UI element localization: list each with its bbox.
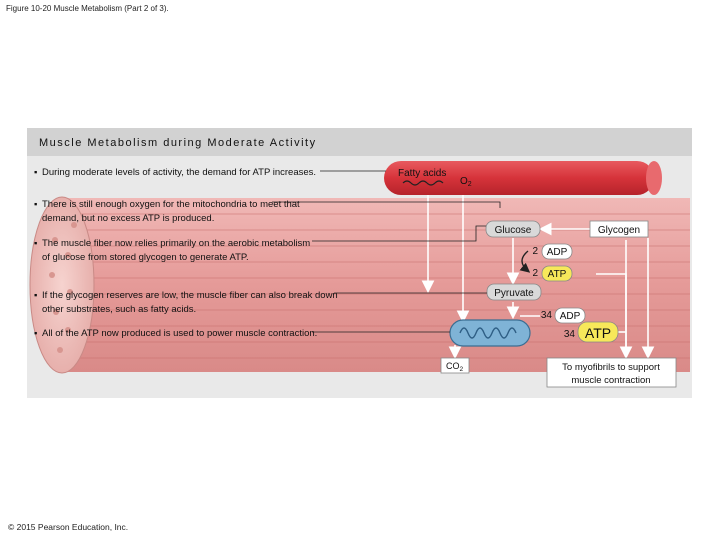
- atp-count-2: 34: [564, 329, 576, 340]
- bullet-marker: ▪: [34, 290, 38, 301]
- myofibrils-label-line2: muscle contraction: [571, 375, 650, 386]
- bullet-marker: ▪: [34, 199, 38, 210]
- panel-title: Muscle Metabolism during Moderate Activi…: [39, 137, 317, 149]
- bullet-1: ▪During moderate levels of activity, the…: [34, 167, 317, 178]
- adp-label-1: ADP: [547, 247, 568, 258]
- muscle-fiber: [60, 198, 690, 372]
- co2-label: CO2: [446, 361, 464, 373]
- pathway-arrows: [421, 195, 655, 360]
- adp-box-1: ADP: [541, 243, 573, 260]
- atp-label-1: ATP: [548, 269, 567, 280]
- atp-box-1: ATP: [541, 265, 573, 282]
- mitochondrion: [449, 319, 531, 347]
- adp-atp-curve-arrow: [519, 250, 531, 273]
- muscle-fiber-end: [29, 196, 95, 374]
- pyruvate-label: Pyruvate: [494, 288, 534, 299]
- adp-box-2: ADP: [554, 307, 586, 324]
- adp-count-1: 2: [532, 246, 538, 257]
- atp-box-2: ATP: [577, 321, 619, 343]
- blood-vessel: [384, 161, 654, 195]
- bullet-marker: ▪: [34, 167, 38, 178]
- glucose-label: Glucose: [495, 225, 532, 236]
- bullet-marker: ▪: [34, 238, 38, 249]
- fatty-acid-icon: [402, 180, 444, 186]
- o2-label: O2: [460, 176, 472, 188]
- glycogen-box: Glycogen: [589, 220, 649, 238]
- copyright: © 2015 Pearson Education, Inc.: [8, 522, 129, 532]
- leader-lines: [272, 170, 501, 333]
- bullet-marker: ▪: [34, 328, 38, 339]
- atp-count-1: 2: [532, 268, 538, 279]
- leader-line-3: [312, 225, 486, 242]
- co2-box: CO2: [440, 357, 470, 374]
- fatty-acids-label: Fatty acids: [398, 168, 446, 179]
- myofibrils-box: To myofibrils to support muscle contract…: [546, 357, 677, 388]
- glucose-box: Glucose: [485, 220, 541, 238]
- bullet-5: ▪All of the ATP now produced is used to …: [34, 328, 318, 339]
- pyruvate-box: Pyruvate: [486, 283, 542, 301]
- myofibrils-label-line1: To myofibrils to support: [562, 362, 660, 373]
- leader-line-2: [272, 201, 501, 208]
- glycogen-label: Glycogen: [598, 225, 640, 236]
- adp-label-2: ADP: [560, 311, 581, 322]
- bullet-4: ▪If the glycogen reserves are low, the m…: [34, 290, 338, 315]
- atp-label-2: ATP: [585, 325, 611, 341]
- blood-vessel-end: [646, 161, 662, 195]
- fiber-end-dots: [49, 222, 77, 353]
- bullet-3: ▪The muscle fiber now relies primarily o…: [34, 238, 311, 263]
- figure-caption: Figure 10-20 Muscle Metabolism (Part 2 o…: [6, 4, 169, 13]
- panel-header: Muscle Metabolism during Moderate Activi…: [27, 128, 692, 156]
- bullet-2: ▪There is still enough oxygen for the mi…: [34, 199, 300, 224]
- adp-count-2: 34: [541, 310, 553, 321]
